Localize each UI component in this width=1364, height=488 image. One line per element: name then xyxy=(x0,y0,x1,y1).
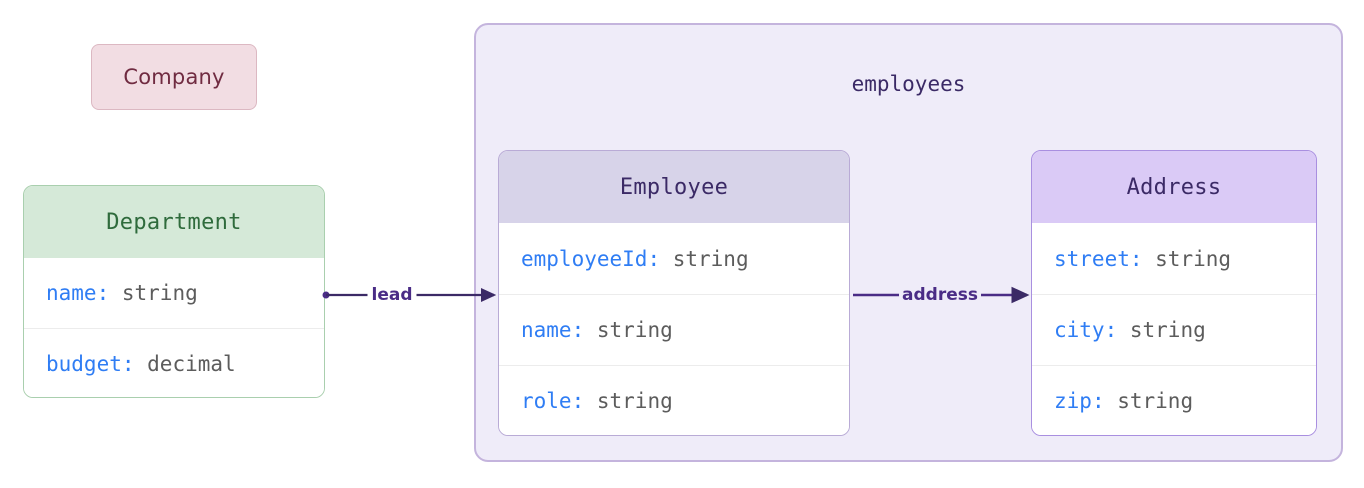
field-separator: : xyxy=(1129,246,1156,271)
entity-department-rows: name: string budget: decimal xyxy=(24,258,324,397)
field-type-label: string xyxy=(1129,318,1206,342)
field-name-label: city xyxy=(1054,318,1105,342)
entity-employee-field-name[interactable]: name: string xyxy=(499,294,849,365)
field-name-label: employeeId xyxy=(521,246,648,271)
field-name-label: role xyxy=(521,389,572,413)
entity-department-field-name[interactable]: name: string xyxy=(24,258,324,328)
entity-department-title: Department xyxy=(106,209,242,235)
field-type-label: string xyxy=(672,246,749,271)
field-type-label: decimal xyxy=(147,351,236,376)
node-company-label: Company xyxy=(123,65,225,89)
field-name-label: budget xyxy=(46,351,122,376)
entity-employee-field-role[interactable]: role: string xyxy=(499,365,849,435)
field-separator: : xyxy=(571,389,597,413)
field-separator: : xyxy=(1091,389,1118,413)
entity-employee-header: Employee xyxy=(499,151,849,223)
edge-lead-label[interactable]: lead xyxy=(367,285,417,305)
field-type-label: string xyxy=(596,389,673,413)
entity-employee-field-employeeid[interactable]: employeeId: string xyxy=(499,223,849,294)
field-type-label: string xyxy=(1155,246,1232,271)
entity-address-field-city[interactable]: city: string xyxy=(1032,294,1316,365)
entity-address-field-street[interactable]: street: string xyxy=(1032,223,1316,294)
field-name-label: zip xyxy=(1054,389,1092,413)
field-name-label: name xyxy=(46,281,97,305)
entity-department[interactable]: Department name: string budget: decimal xyxy=(23,185,325,398)
field-name-label: street xyxy=(1054,246,1130,271)
field-separator: : xyxy=(96,281,122,305)
field-type-label: string xyxy=(121,281,198,305)
edge-address-label[interactable]: address xyxy=(899,285,981,305)
field-type-label: string xyxy=(1117,389,1194,413)
field-separator: : xyxy=(121,351,148,376)
entity-department-header: Department xyxy=(24,186,324,258)
entity-department-field-budget[interactable]: budget: decimal xyxy=(24,328,324,397)
entity-address[interactable]: Address street: string city: string zip:… xyxy=(1031,150,1317,436)
entity-address-header: Address xyxy=(1032,151,1316,223)
node-company[interactable]: Company xyxy=(91,44,257,110)
entity-address-rows: street: string city: string zip: string xyxy=(1032,223,1316,435)
entity-address-title: Address xyxy=(1126,174,1222,200)
entity-employee-rows: employeeId: string name: string role: st… xyxy=(499,223,849,435)
field-separator: : xyxy=(571,318,597,342)
entity-employee-title: Employee xyxy=(619,174,729,200)
field-separator: : xyxy=(1104,318,1130,342)
group-employees-title: employees xyxy=(851,72,966,96)
field-name-label: name xyxy=(521,318,572,342)
field-type-label: string xyxy=(596,318,673,342)
entity-employee[interactable]: Employee employeeId: string name: string… xyxy=(498,150,850,436)
entity-address-field-zip[interactable]: zip: string xyxy=(1032,365,1316,435)
field-separator: : xyxy=(647,246,673,271)
